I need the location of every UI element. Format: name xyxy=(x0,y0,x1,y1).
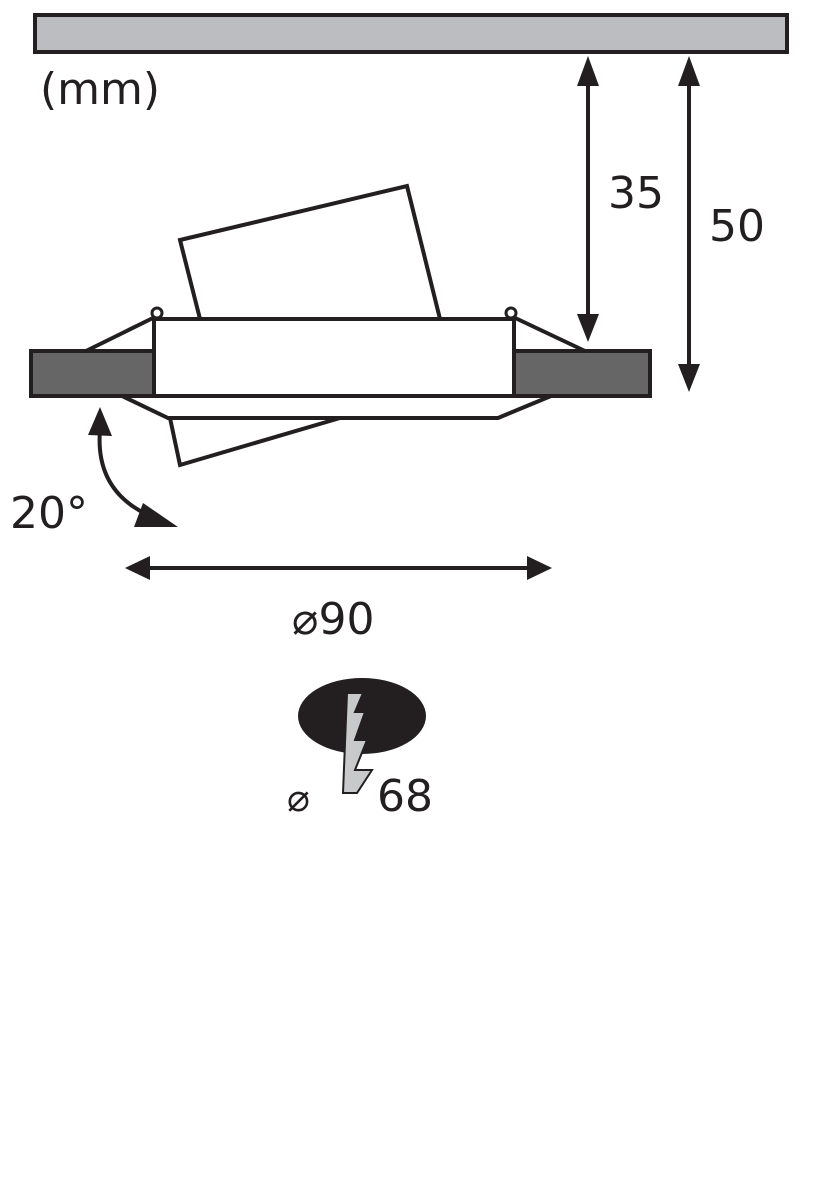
trim-ring xyxy=(121,394,552,420)
spring-clip-left xyxy=(85,314,158,353)
diameter-90-label: ⌀90 xyxy=(292,594,374,645)
cutout-diameter-symbol: ⌀ xyxy=(287,776,310,820)
ceiling-slab xyxy=(33,13,789,54)
lamp-frame xyxy=(152,317,516,398)
unit-label: (mm) xyxy=(40,64,160,115)
cutout-diameter-label: 68 xyxy=(377,771,433,822)
lamp-body-upper xyxy=(177,183,443,321)
lamp-body-lower xyxy=(167,416,341,468)
ceiling-panel-left xyxy=(29,349,156,398)
diameter-90-arrow xyxy=(125,556,552,580)
cutout-hole-icon xyxy=(298,678,426,794)
clip-pivot-left xyxy=(150,306,164,320)
dimension-50-arrow xyxy=(678,56,700,392)
tilt-angle-label: 20° xyxy=(10,488,88,539)
clip-pivot-right xyxy=(504,306,518,320)
tilt-angle-arrow xyxy=(88,407,178,527)
spring-clip-right xyxy=(510,314,586,353)
ceiling-panel-right xyxy=(512,349,652,398)
dimension-35-arrow xyxy=(577,56,599,342)
dimension-35-label: 35 xyxy=(608,168,664,219)
dimension-50-label: 50 xyxy=(709,201,765,252)
drill-bit-icon xyxy=(341,692,374,794)
